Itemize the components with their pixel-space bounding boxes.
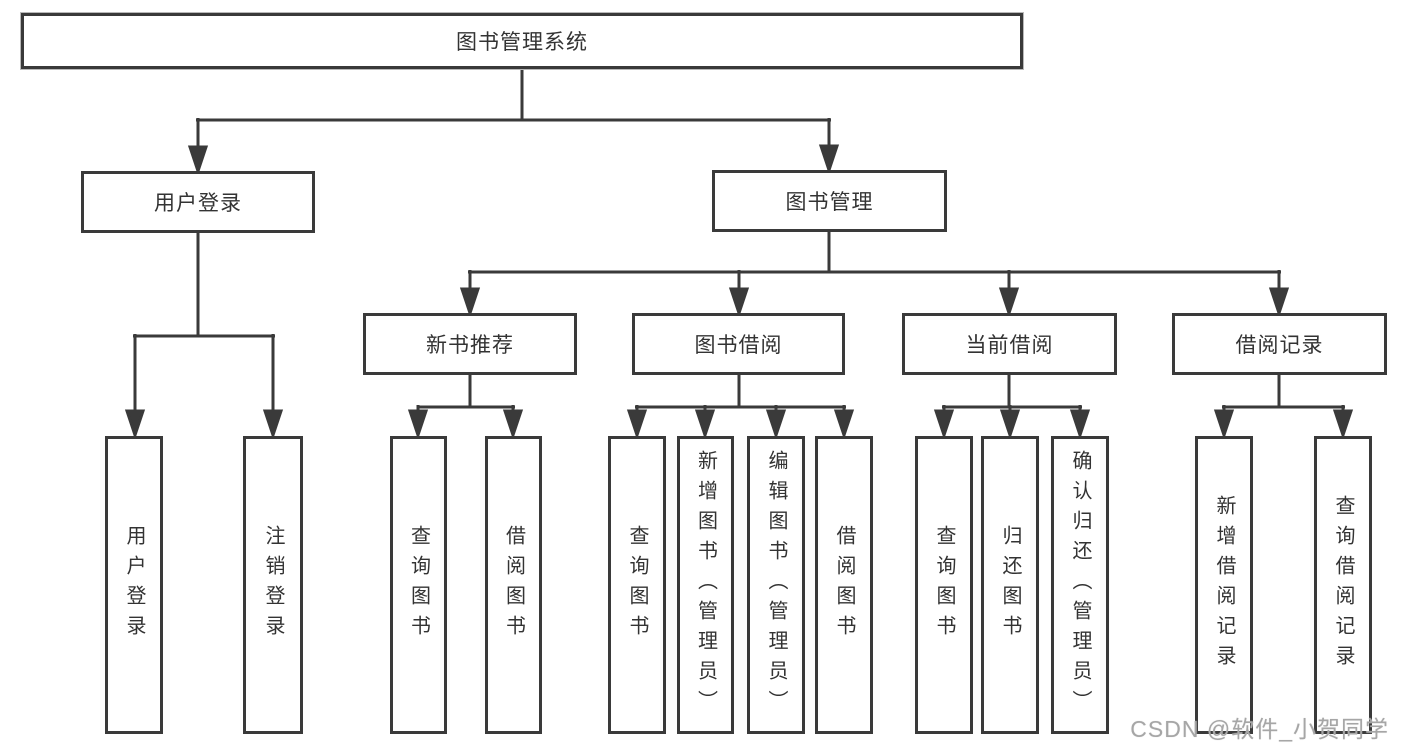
node-label: 查询借阅记录 <box>1332 495 1354 675</box>
node-book-management: 图书管理 <box>712 170 947 232</box>
node-label: 归还图书 <box>999 525 1021 645</box>
leaf-edit-books-admin: 编辑图书（管理员） <box>747 436 805 734</box>
node-label: 用户登录 <box>154 192 242 215</box>
node-label: 借阅图书 <box>502 525 525 645</box>
node-label: 新增借阅记录 <box>1213 495 1235 675</box>
node-label: 确认归还（管理员） <box>1069 450 1091 720</box>
leaf-return-books: 归还图书 <box>981 436 1039 734</box>
node-library-management-system: 图书管理系统 <box>21 13 1023 69</box>
connector-book-management-children <box>459 232 1290 318</box>
node-new-book-recommend: 新书推荐 <box>363 313 577 375</box>
leaf-user-login: 用户登录 <box>105 436 163 734</box>
node-label: 图书借阅 <box>694 334 783 357</box>
leaf-confirm-return-admin: 确认归还（管理员） <box>1051 436 1109 734</box>
leaf-query-books: 查询图书 <box>608 436 666 734</box>
node-label: 注销登录 <box>262 525 284 645</box>
node-label: 新书推荐 <box>426 334 514 357</box>
node-label: 图书管理系统 <box>456 31 588 54</box>
leaf-borrow-books-recommend: 借阅图书 <box>485 436 542 734</box>
node-borrow-records: 借阅记录 <box>1172 313 1387 375</box>
connector-user-login-children <box>124 233 284 440</box>
node-current-borrow: 当前借阅 <box>902 313 1117 375</box>
node-label: 查询图书 <box>626 525 648 645</box>
node-book-borrow: 图书借阅 <box>632 313 845 375</box>
node-label: 编辑图书（管理员） <box>765 450 787 720</box>
watermark-text: CSDN @软件_小贺同学 <box>1130 716 1389 742</box>
node-label: 借阅图书 <box>833 525 855 645</box>
node-label: 新增图书（管理员） <box>694 450 717 720</box>
leaf-query-books-recommend: 查询图书 <box>390 436 447 734</box>
leaf-logout: 注销登录 <box>243 436 303 734</box>
connector-current-borrow-children <box>933 375 1091 440</box>
node-label: 借阅记录 <box>1235 334 1324 357</box>
leaf-borrow-books: 借阅图书 <box>815 436 873 734</box>
leaf-add-books-admin: 新增图书（管理员） <box>677 436 734 734</box>
node-label: 查询图书 <box>407 525 430 645</box>
node-label: 查询图书 <box>933 525 955 645</box>
connector-book-borrow-children <box>626 375 855 440</box>
node-label: 用户登录 <box>123 525 145 645</box>
leaf-query-borrow-record: 查询借阅记录 <box>1314 436 1372 734</box>
connector-new-book-recommend-children <box>407 375 524 440</box>
leaf-add-borrow-record: 新增借阅记录 <box>1195 436 1253 734</box>
connector-root-to-level2 <box>187 69 840 176</box>
connector-borrow-records-children <box>1213 375 1354 440</box>
node-label: 当前借阅 <box>965 334 1054 357</box>
leaf-query-books-current: 查询图书 <box>915 436 973 734</box>
node-label: 图书管理 <box>785 191 874 214</box>
node-user-login: 用户登录 <box>81 171 315 233</box>
